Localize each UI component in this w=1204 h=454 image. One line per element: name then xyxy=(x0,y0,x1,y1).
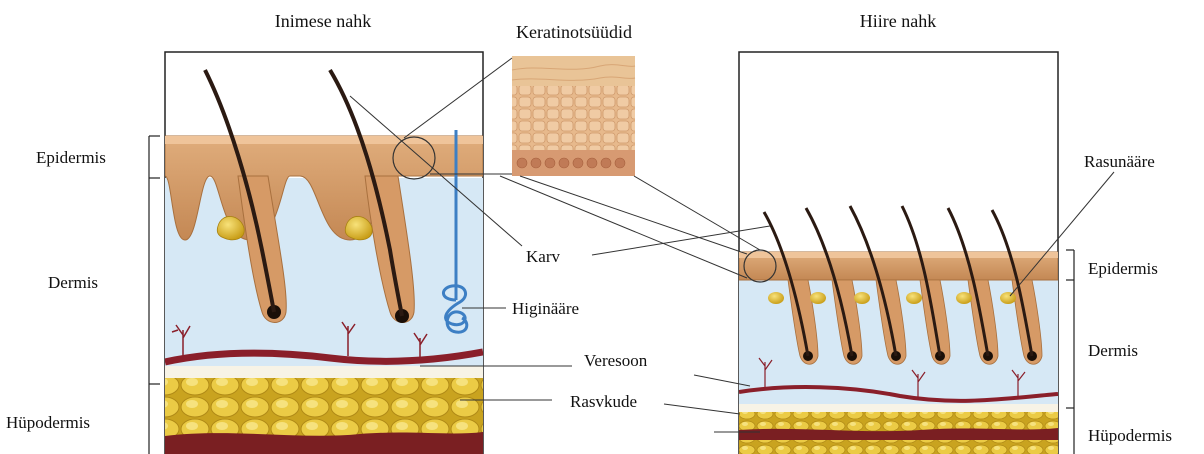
human-skin-title: Inimese nahk xyxy=(275,11,371,31)
keratinocyte-inset xyxy=(512,56,635,176)
blood-vessel-label: Veresoon xyxy=(584,351,648,370)
mouse-layer-brackets xyxy=(1066,250,1074,454)
fat-tissue-label: Rasvkude xyxy=(570,392,637,411)
keratinocytes-label: Keratinotsüüdid xyxy=(516,22,632,42)
human-epidermis-label: Epidermis xyxy=(36,148,106,167)
sweat-gland-label: Higinääre xyxy=(512,299,579,318)
hair-label: Karv xyxy=(526,247,560,266)
mouse-hypodermis-label: Hüpodermis xyxy=(1088,426,1172,445)
mouse-skin-title: Hiire nahk xyxy=(860,11,936,31)
human-dermis-label: Dermis xyxy=(48,273,98,292)
mouse-epidermis-label: Epidermis xyxy=(1088,259,1158,278)
human-hypodermis-white xyxy=(165,366,483,380)
human-layer-brackets xyxy=(149,136,160,454)
human-hypodermis-label: Hüpodermis xyxy=(6,413,90,432)
sebaceous-gland-label: Rasunääre xyxy=(1084,152,1155,171)
mouse-skin-panel xyxy=(739,52,1058,454)
human-skin-panel xyxy=(165,52,483,454)
human-fat-tissue xyxy=(165,378,483,438)
mouse-dermis-label: Dermis xyxy=(1088,341,1138,360)
